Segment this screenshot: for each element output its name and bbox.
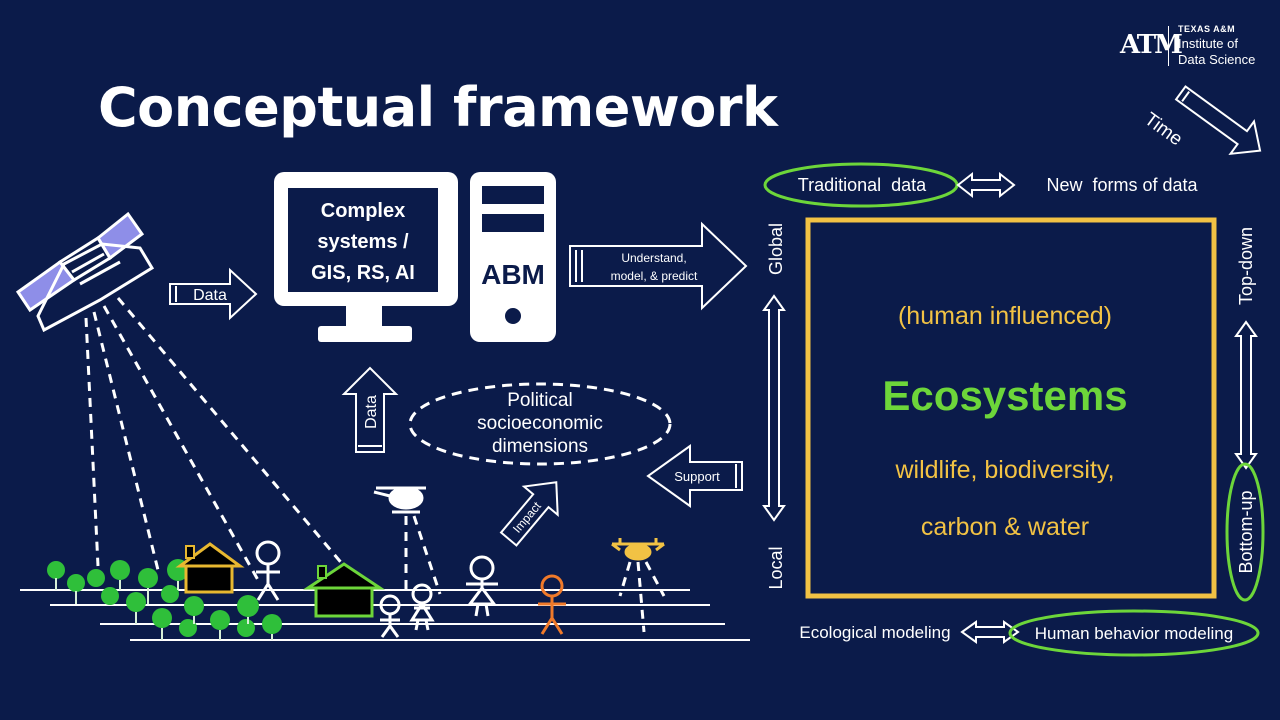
data-arrow-right-label: Data: [193, 287, 227, 304]
ecosystem-subtitle: (human influenced): [898, 302, 1112, 330]
top-down-arrow: [1234, 320, 1258, 470]
data-arrow-right: [169, 267, 258, 321]
monitor-text-line-1: Complex: [321, 200, 405, 222]
house-yellow-icon: [175, 542, 245, 594]
ecosystem-line-2: carbon & water: [921, 513, 1089, 541]
support-arrow-label: Support: [674, 469, 720, 484]
logo-line-1: TEXAS A&M: [1178, 24, 1236, 34]
ecosystem-line-1: wildlife, biodiversity,: [894, 456, 1114, 484]
person-orange-icon: [538, 574, 566, 635]
bottom-up-ellipse: [1225, 462, 1265, 602]
impact-arrow: [499, 481, 559, 547]
human-behavior-ellipse: [1008, 609, 1260, 657]
understand-arrow-label-2: model, & predict: [611, 269, 698, 283]
bottom-up-label: Bottom-up: [1236, 490, 1256, 573]
political-line-1: Political: [507, 390, 572, 411]
person-icon: [255, 540, 281, 601]
data-double-arrow: [956, 171, 1016, 199]
drone-icon: [611, 538, 665, 561]
local-label: Local: [766, 546, 786, 589]
person-icon: [409, 583, 435, 631]
logo-line-2: Institute of: [1178, 36, 1238, 51]
monitor-text-line-2: systems /: [317, 231, 409, 253]
understand-arrow: [569, 221, 748, 311]
ecosystem-box: [805, 217, 1217, 599]
house-green-icon: [303, 562, 385, 618]
global-local-arrow: [762, 294, 786, 522]
ecological-modeling-label: Ecological modeling: [799, 623, 950, 642]
modeling-double-arrow: [960, 620, 1020, 644]
support-arrow: [646, 444, 743, 508]
new-data-label: New forms of data: [1046, 175, 1198, 195]
data-arrow-up-label: Data: [363, 395, 380, 429]
global-label: Global: [766, 223, 786, 275]
time-label: Time: [1140, 109, 1186, 150]
political-line-3: dimensions: [492, 436, 588, 457]
logo-line-2-3: Institute of Data Science: [1178, 36, 1255, 68]
logo-line-3: Data Science: [1178, 52, 1256, 67]
logo-separator: [1168, 26, 1169, 66]
ecosystem-title: Ecosystems: [882, 372, 1127, 419]
forest-trees: [47, 559, 282, 640]
political-ellipse: [408, 382, 672, 466]
understand-arrow-label-1: Understand,: [621, 251, 686, 265]
data-arrow-up: [341, 366, 399, 453]
tamu-logo-mark: ATM: [1120, 30, 1183, 60]
satellite-icon: [15, 211, 155, 333]
slide-title: Conceptual framework: [98, 76, 778, 139]
tamu-logo: ATM TEXAS A&M Institute of Data Science: [1120, 24, 1270, 70]
abm-server-icon: [470, 172, 556, 342]
top-down-label: Top-down: [1236, 227, 1256, 305]
helicopter-beams: [404, 515, 442, 596]
human-behavior-modeling-label: Human behavior modeling: [1035, 624, 1233, 643]
political-line-2: socioeconomic: [477, 413, 603, 434]
satellite-beams: [84, 297, 346, 581]
traditional-data-label: Traditional data: [798, 175, 927, 195]
person-icon: [466, 555, 498, 617]
person-icon: [379, 594, 401, 638]
monitor-text-line-3: GIS, RS, AI: [311, 262, 415, 284]
server-label: ABM: [481, 259, 545, 290]
computer-monitor-icon: [274, 172, 458, 342]
drone-beams: [618, 561, 666, 633]
helicopter-icon: [373, 486, 426, 514]
time-arrow: [1174, 85, 1262, 156]
